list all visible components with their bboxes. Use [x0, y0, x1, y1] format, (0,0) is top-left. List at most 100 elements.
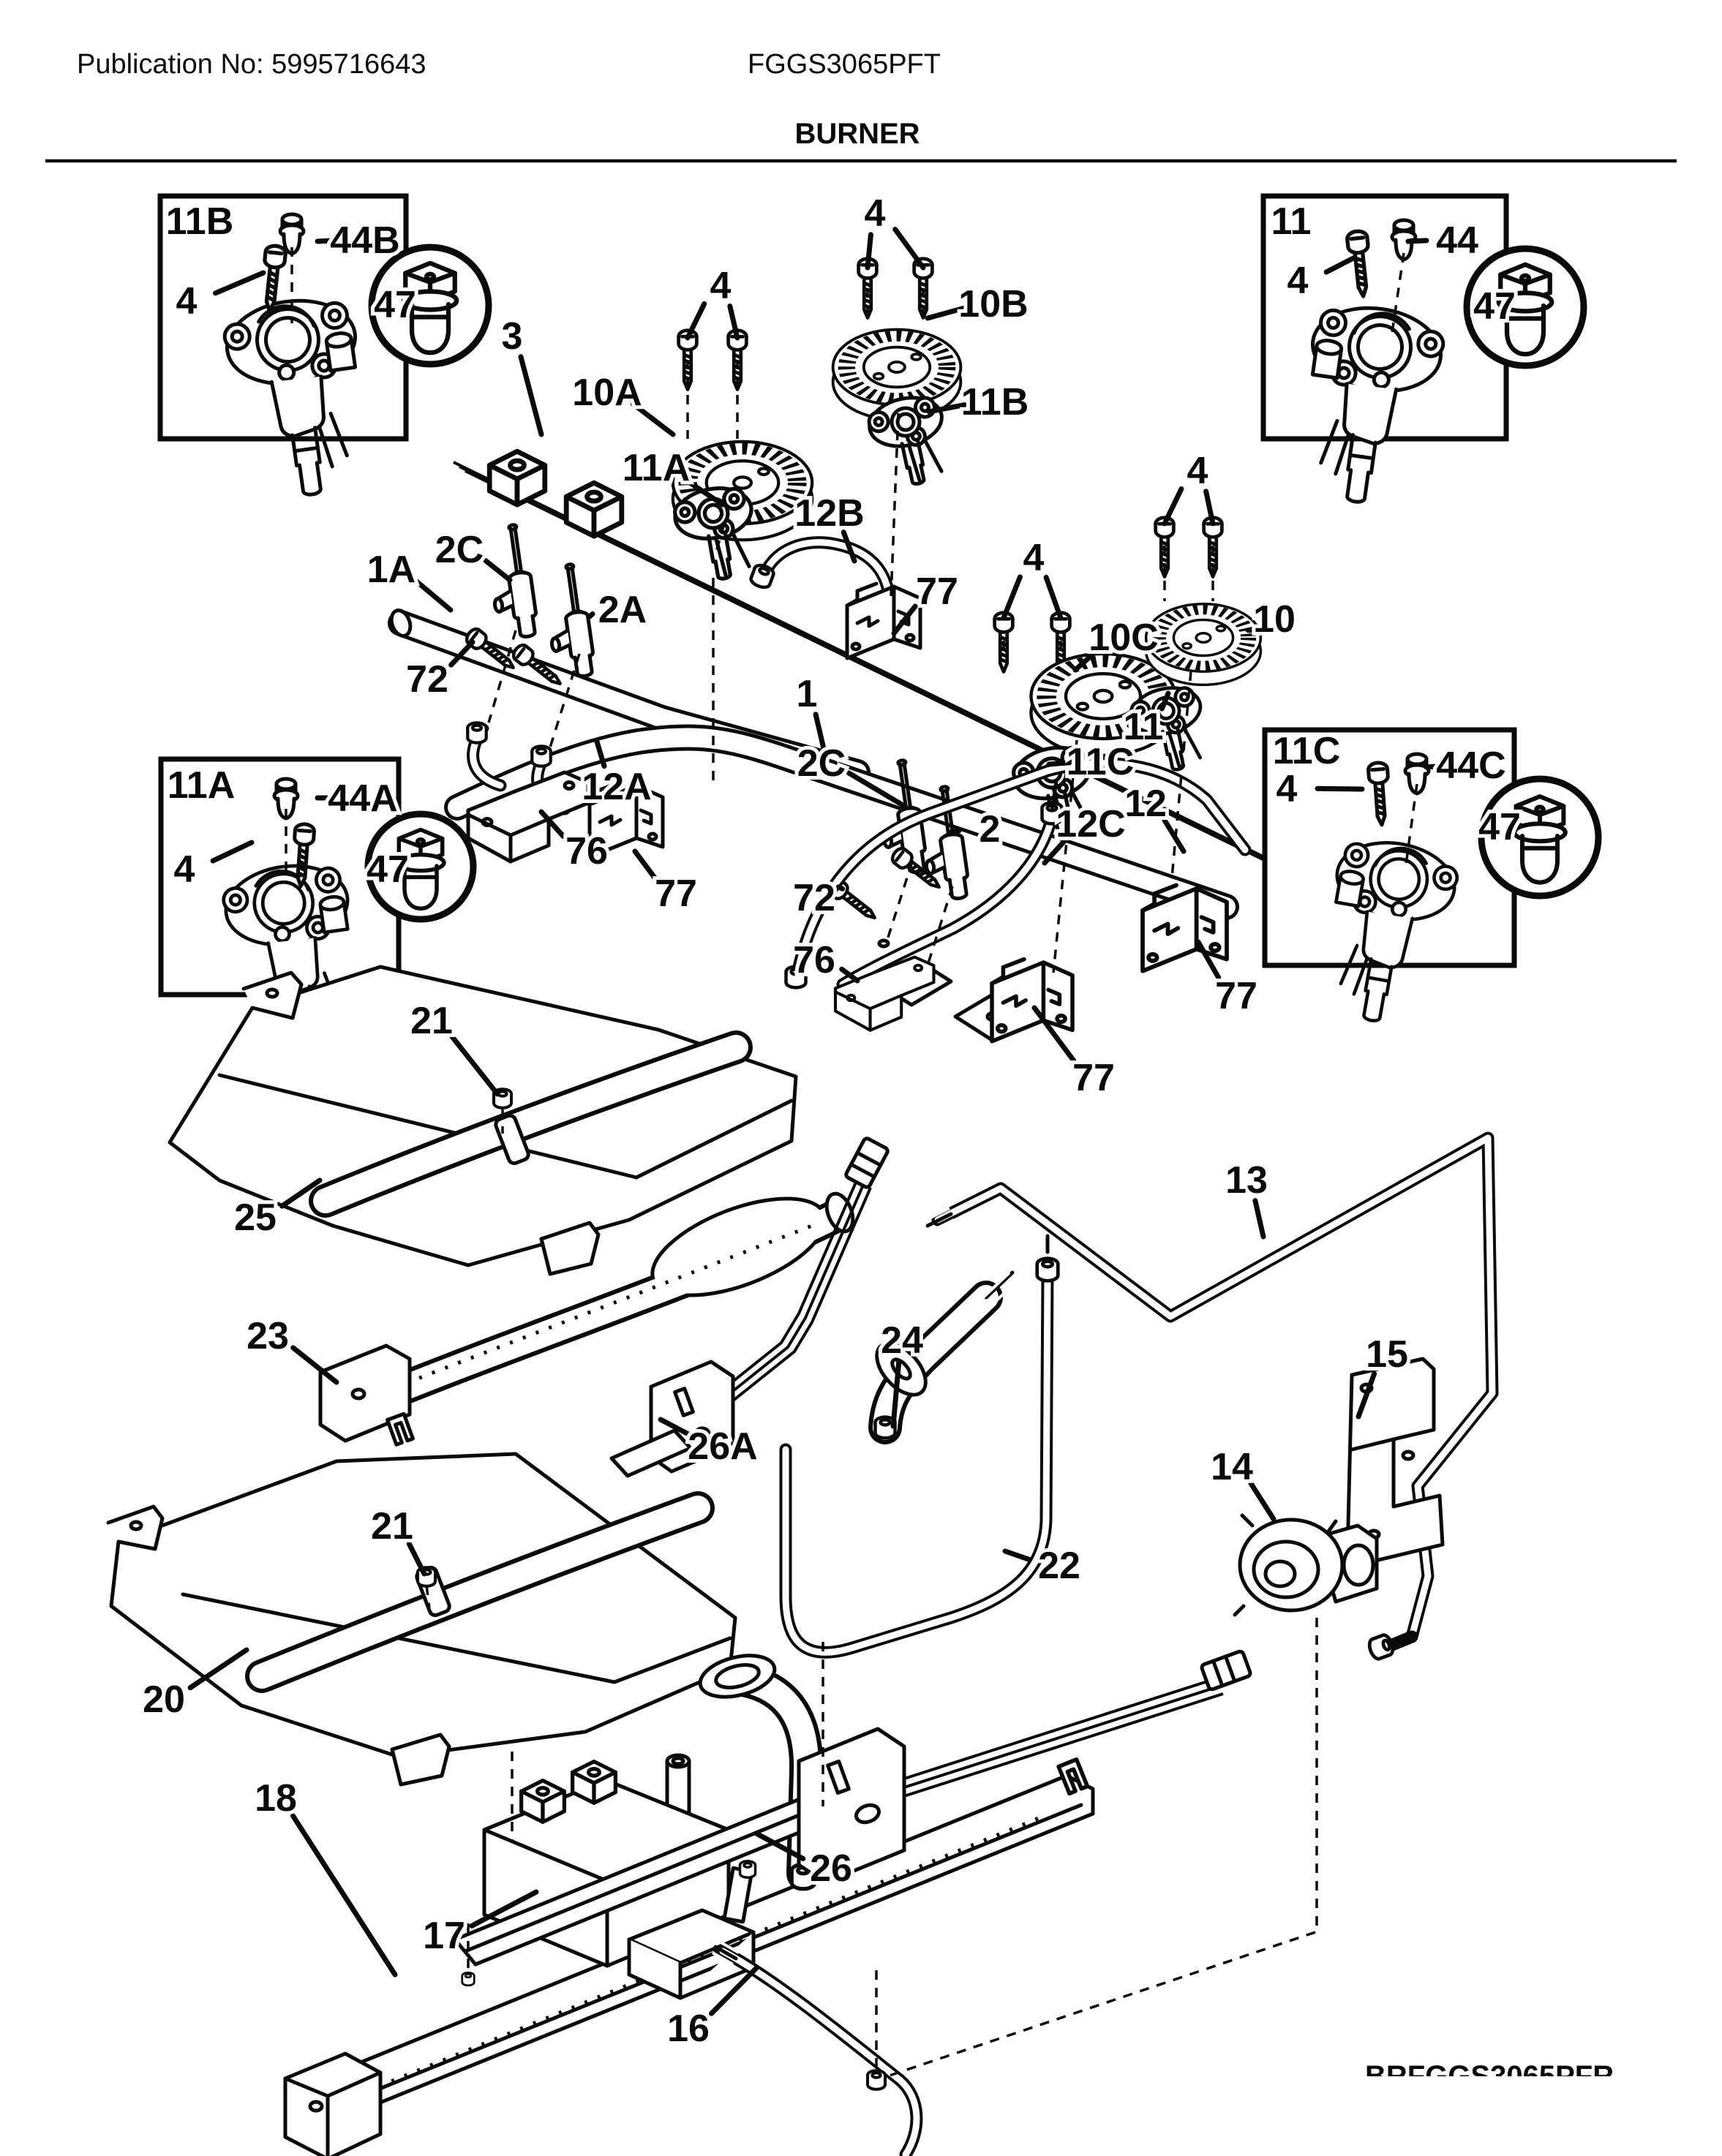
leader-line-26 — [753, 1831, 806, 1861]
callout-44A: 44A — [328, 777, 397, 820]
leader-line-4 — [1323, 255, 1356, 275]
callout-77: 77 — [1215, 975, 1257, 1017]
leader-line-77 — [632, 848, 658, 881]
callout-21: 21 — [410, 1000, 453, 1042]
callout-14: 14 — [1211, 1446, 1253, 1488]
callout-12A: 12A — [582, 766, 651, 808]
callout-4: 4 — [176, 280, 198, 323]
leader-line-18 — [290, 1813, 398, 1978]
callout-2A: 2A — [598, 589, 647, 631]
leader-line-4 — [1203, 489, 1216, 527]
callout-10A: 10A — [572, 372, 642, 414]
callout-4: 4 — [174, 848, 195, 891]
callout-11A: 11A — [623, 447, 691, 489]
leader-line-12B — [841, 529, 857, 564]
callout-11C: 11C — [1273, 730, 1341, 772]
igniter-24 — [868, 1270, 1018, 1438]
leader-line-4 — [1043, 574, 1064, 621]
leader-line-4 — [1001, 574, 1023, 621]
leader-line-2 — [948, 828, 962, 835]
leader-line-4 — [865, 232, 873, 271]
callout-26: 26 — [810, 1847, 852, 1890]
leader-line-77 — [891, 603, 918, 636]
spark-module-17 — [482, 1654, 815, 2000]
callout-23: 23 — [247, 1315, 289, 1357]
leader-line-72 — [835, 884, 846, 892]
leader-lines — [187, 227, 1443, 2016]
leader-line-3 — [518, 354, 544, 437]
burner-tube-23 — [318, 1191, 855, 1445]
callout-72: 72 — [406, 658, 448, 701]
callout-10: 10 — [1253, 598, 1296, 641]
callout-4: 4 — [865, 192, 886, 235]
burner-head-10 — [1146, 604, 1261, 685]
leader-line-20 — [187, 1647, 249, 1691]
callout-11A: 11A — [168, 764, 236, 807]
publication-number: Publication No: 5995716643 — [77, 49, 426, 80]
callout-11: 11 — [1124, 706, 1164, 748]
leader-line-1A — [414, 578, 454, 613]
leader-line-76 — [839, 966, 860, 984]
leader-line-2A — [587, 611, 595, 619]
page-title: BURNER — [794, 118, 920, 150]
leader-line-44C — [1424, 763, 1443, 770]
inset-box-11C — [1262, 727, 1602, 1030]
callout-15: 15 — [1366, 1333, 1408, 1376]
footer-clip-mask — [1339, 2076, 1653, 2120]
callout-11B: 11B — [961, 381, 1029, 423]
callout-1: 1 — [797, 673, 818, 715]
callout-77: 77 — [655, 872, 697, 915]
leader-line-23 — [290, 1345, 339, 1385]
leader-line-4 — [892, 227, 926, 271]
callout-13: 13 — [1225, 1159, 1268, 1202]
leader-line-21 — [449, 1033, 500, 1097]
callout-21: 21 — [371, 1505, 413, 1548]
inset-box-11B — [157, 193, 492, 503]
leader-line-16 — [709, 1965, 759, 2016]
leader-line-77 — [1031, 1005, 1077, 1063]
gas-tube-13 — [925, 1138, 1492, 1661]
model-number: FGGS3065PFT — [748, 49, 941, 80]
callout-47: 47 — [1473, 285, 1516, 328]
leader-line-11A — [680, 475, 726, 508]
leader-line-22 — [1002, 1548, 1032, 1563]
leader-line-10A — [630, 401, 676, 437]
callout-47: 47 — [366, 848, 409, 891]
leader-line-2C — [846, 770, 907, 809]
callout-77: 77 — [916, 570, 958, 613]
callout-16: 16 — [667, 2008, 710, 2050]
callout-10B: 10B — [958, 283, 1028, 325]
gas-tube-16 — [712, 1940, 917, 2155]
callout-77: 77 — [1072, 1057, 1115, 1099]
leader-line-11 — [1159, 690, 1171, 712]
inset-box-11A — [158, 756, 477, 1058]
leader-line-2C — [483, 558, 513, 583]
gas-tube-22 — [786, 1234, 1058, 1652]
leader-line-26A — [658, 1417, 697, 1440]
callout-76: 76 — [565, 830, 608, 872]
callout-17: 17 — [423, 1915, 465, 1957]
leader-line-4 — [212, 270, 266, 296]
leader-line-12C — [1042, 835, 1070, 866]
callout-20: 20 — [143, 1678, 185, 1721]
leader-line-11B — [926, 402, 967, 415]
callout-10C: 10C — [1089, 617, 1158, 659]
leader-line-15 — [1356, 1371, 1377, 1420]
callout-25: 25 — [234, 1196, 277, 1239]
leader-line-4 — [1315, 785, 1365, 792]
callout-4: 4 — [1287, 260, 1309, 302]
callout-1A: 1A — [367, 549, 416, 591]
callout-47: 47 — [1478, 806, 1521, 848]
leader-line-4 — [685, 301, 707, 341]
diagram-art — [106, 193, 1602, 2156]
callout-11: 11 — [1271, 200, 1312, 243]
igniter-26 — [453, 1651, 1251, 1967]
leader-line-72 — [448, 639, 475, 668]
leader-line-4 — [210, 840, 255, 864]
heat-shield-20 — [106, 1452, 737, 1787]
callout-2C: 2C — [435, 529, 484, 571]
callout-4: 4 — [1023, 537, 1045, 579]
